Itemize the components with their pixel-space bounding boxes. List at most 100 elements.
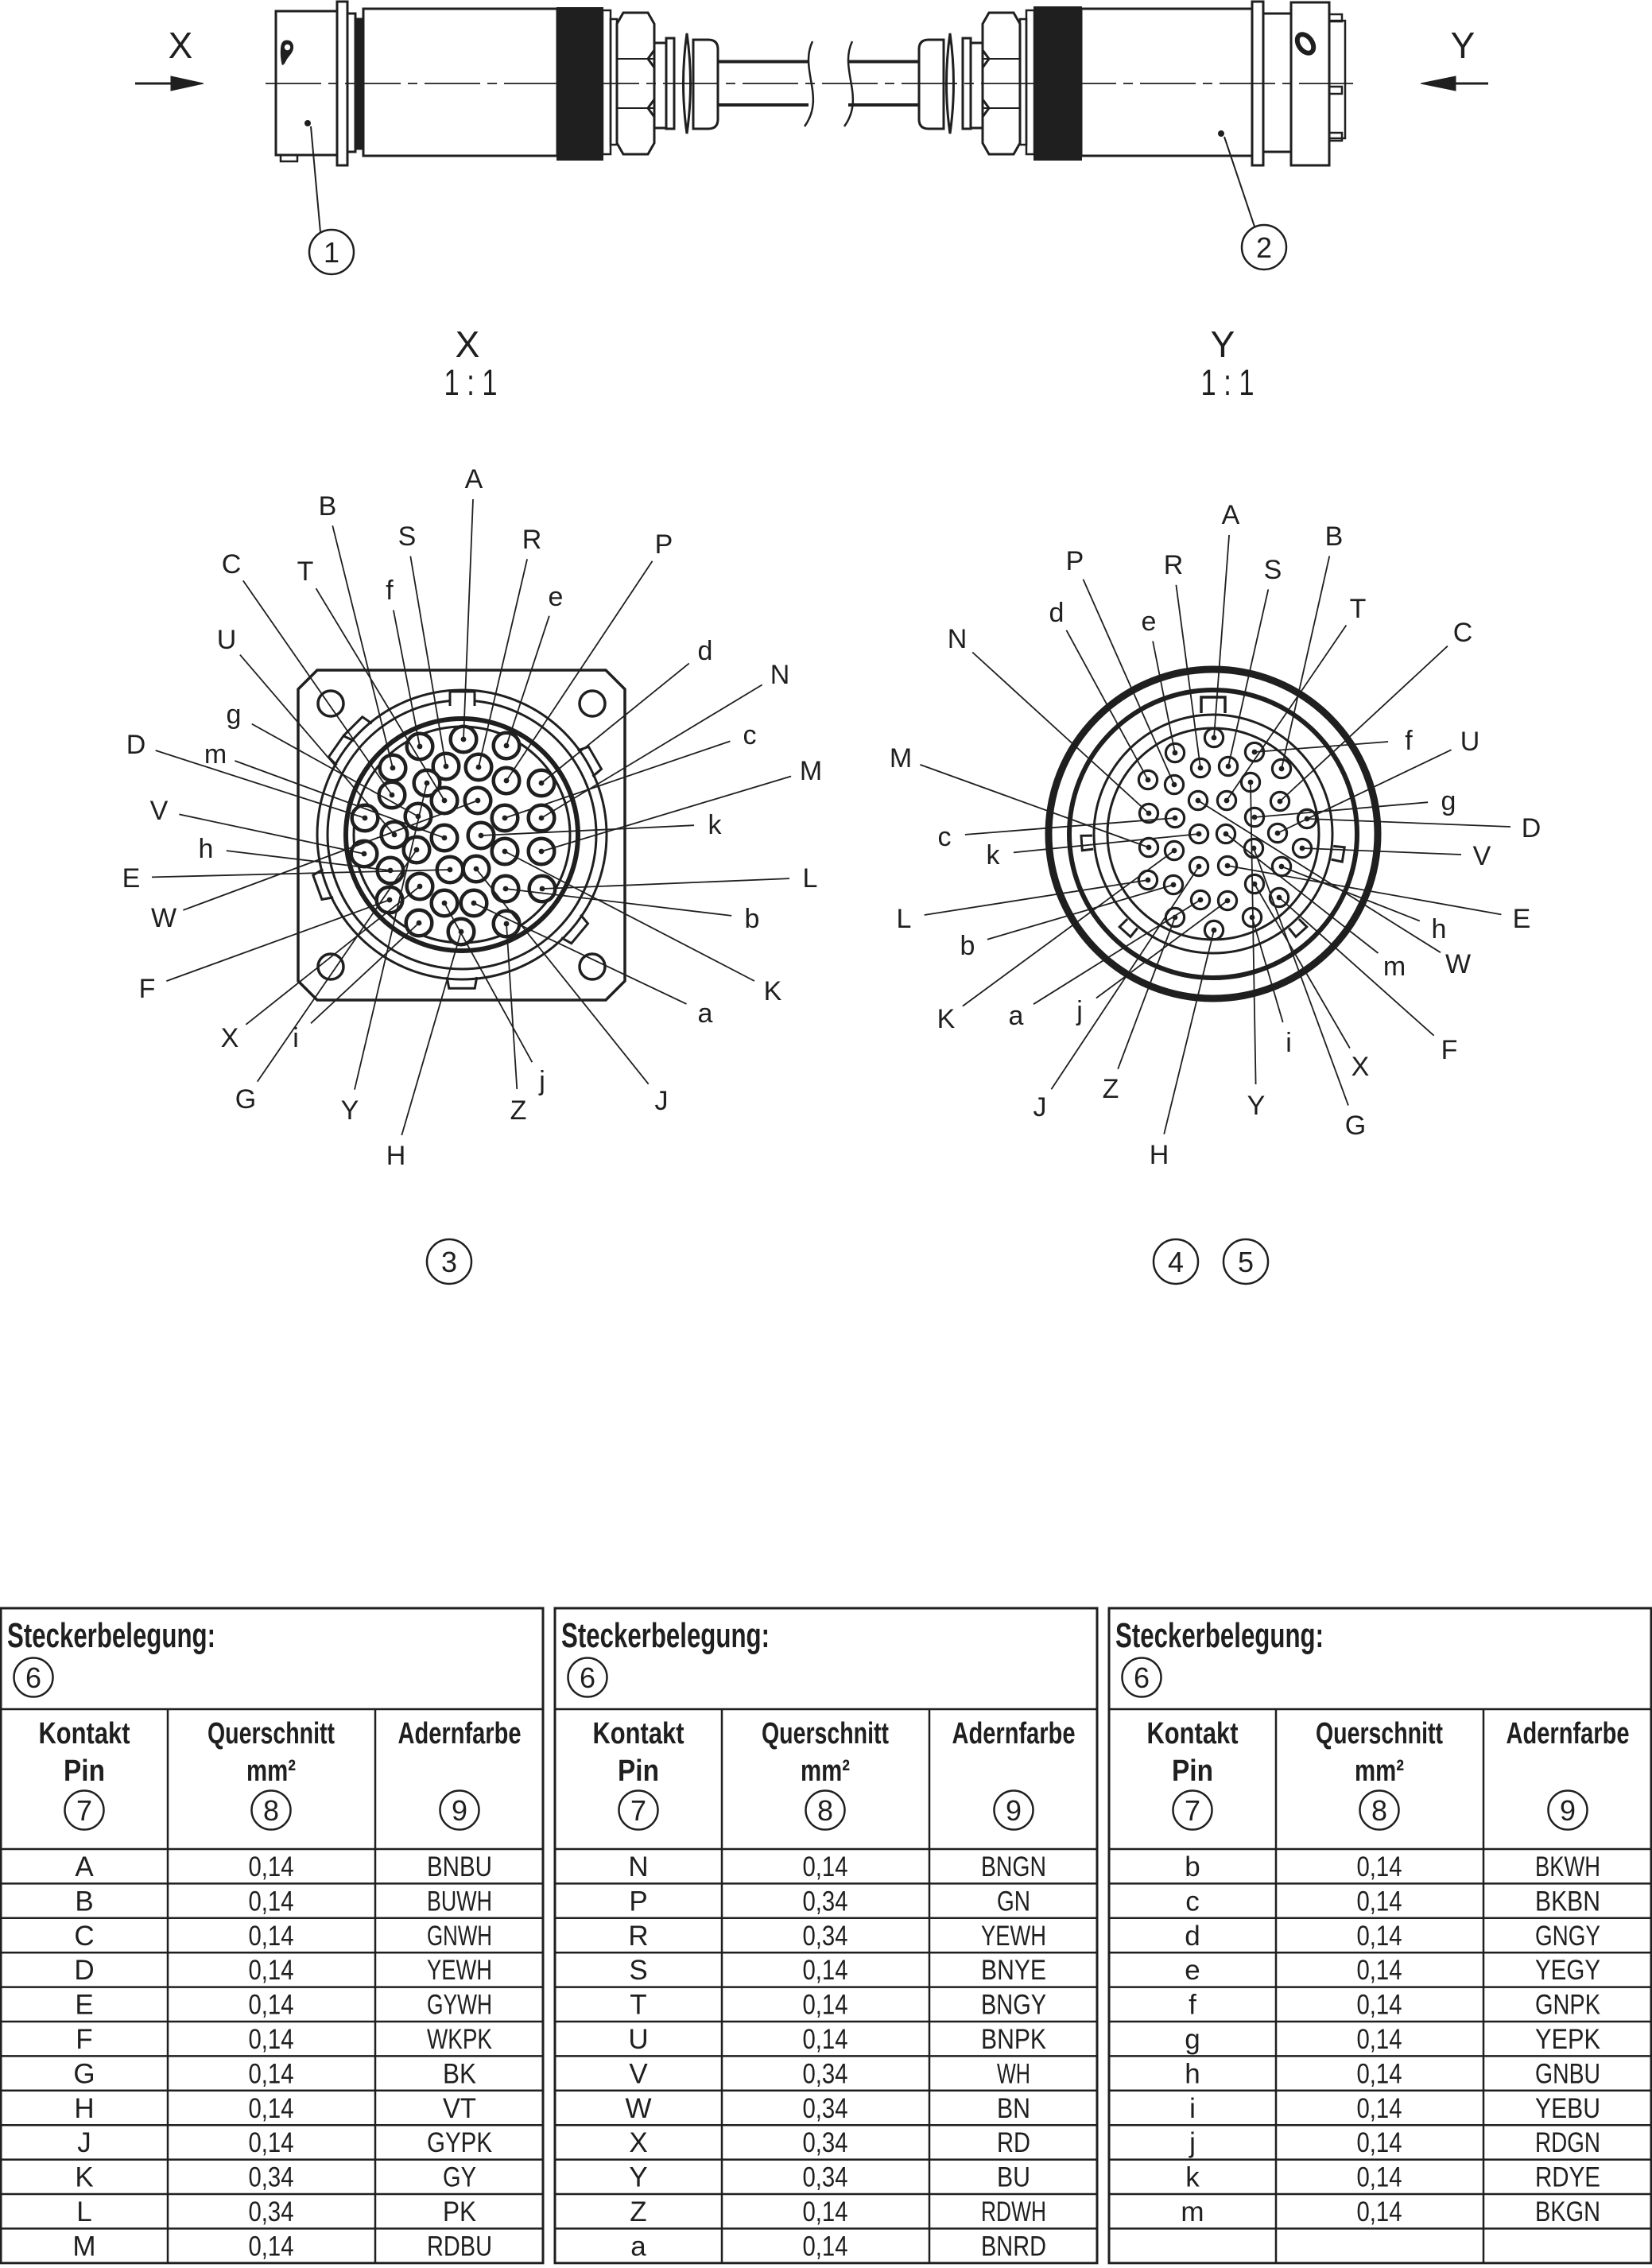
- svg-text:9: 9: [452, 1794, 467, 1827]
- svg-text:T: T: [630, 1990, 646, 2021]
- svg-text:d: d: [1049, 598, 1064, 628]
- svg-text:0,34: 0,34: [803, 1921, 848, 1952]
- svg-text:H: H: [386, 1141, 406, 1171]
- svg-text:A: A: [1222, 500, 1240, 530]
- svg-text:0,14: 0,14: [803, 1990, 848, 2021]
- svg-text:Y: Y: [629, 2162, 647, 2193]
- svg-text:Adernfarbe: Adernfarbe: [398, 1717, 522, 1750]
- svg-text:G: G: [1345, 1111, 1366, 1141]
- svg-text:h: h: [1185, 2058, 1200, 2089]
- svg-text:Z: Z: [630, 2196, 646, 2227]
- svg-text:0,34: 0,34: [803, 2093, 848, 2124]
- svg-text:h: h: [199, 834, 214, 864]
- svg-text:0,14: 0,14: [1357, 2058, 1402, 2089]
- svg-text:j: j: [538, 1066, 545, 1096]
- svg-text:0,14: 0,14: [249, 2093, 294, 2124]
- svg-text:a: a: [1009, 1001, 1024, 1031]
- svg-text:R: R: [522, 525, 542, 555]
- svg-text:i: i: [293, 1023, 299, 1053]
- svg-text:b: b: [1185, 1851, 1200, 1882]
- svg-text:j: j: [1076, 996, 1083, 1026]
- svg-text:GNPK: GNPK: [1535, 1990, 1600, 2021]
- svg-text:1: 1: [324, 236, 339, 269]
- svg-text:U: U: [628, 2024, 648, 2055]
- svg-text:A: A: [75, 1851, 94, 1882]
- svg-text:F: F: [139, 974, 156, 1004]
- svg-text:0,34: 0,34: [803, 1886, 848, 1917]
- svg-text:0,34: 0,34: [803, 2162, 848, 2193]
- svg-text:BNBU: BNBU: [427, 1851, 492, 1882]
- svg-text:D: D: [126, 730, 146, 760]
- svg-text:YEBU: YEBU: [1535, 2093, 1600, 2124]
- svg-text:S: S: [629, 1955, 647, 1986]
- svg-text:BUWH: BUWH: [427, 1886, 492, 1917]
- svg-text:GNWH: GNWH: [427, 1921, 492, 1952]
- svg-text:0,14: 0,14: [249, 2058, 294, 2089]
- svg-text:0,14: 0,14: [803, 2196, 848, 2227]
- svg-text:a: a: [630, 2231, 646, 2262]
- svg-text:3: 3: [441, 1246, 457, 1278]
- svg-text:YEGY: YEGY: [1535, 1955, 1600, 1986]
- svg-text:Steckerbelegung:: Steckerbelegung:: [561, 1616, 770, 1655]
- svg-text:0,14: 0,14: [249, 1990, 294, 2021]
- svg-text:mm²: mm²: [801, 1754, 850, 1788]
- svg-text:Adernfarbe: Adernfarbe: [1507, 1717, 1630, 1750]
- svg-text:k: k: [1185, 2162, 1200, 2193]
- svg-text:e: e: [549, 582, 564, 612]
- svg-text:m: m: [204, 739, 227, 770]
- svg-text:c: c: [938, 822, 952, 852]
- svg-text:BNRD: BNRD: [981, 2231, 1046, 2262]
- svg-text:0,14: 0,14: [1357, 1955, 1402, 1986]
- svg-text:0,14: 0,14: [249, 2231, 294, 2262]
- svg-text:f: f: [386, 576, 394, 606]
- svg-text:G: G: [73, 2058, 95, 2089]
- svg-text:H: H: [74, 2093, 94, 2124]
- svg-text:BU: BU: [997, 2162, 1030, 2193]
- svg-text:N: N: [628, 1851, 648, 1882]
- svg-text:V: V: [629, 2058, 648, 2089]
- svg-text:Steckerbelegung:: Steckerbelegung:: [1115, 1616, 1324, 1655]
- svg-text:9: 9: [1006, 1794, 1022, 1827]
- svg-text:c: c: [743, 720, 757, 750]
- svg-text:2: 2: [1256, 231, 1272, 264]
- svg-text:0,14: 0,14: [803, 1851, 848, 1882]
- svg-text:6: 6: [25, 1661, 41, 1694]
- svg-text:L: L: [803, 863, 818, 894]
- svg-text:YEPK: YEPK: [1535, 2024, 1600, 2055]
- svg-text:Pin: Pin: [1172, 1754, 1213, 1788]
- svg-text:0,14: 0,14: [249, 2024, 294, 2055]
- svg-text:Y: Y: [1451, 25, 1476, 66]
- svg-text:BNPK: BNPK: [981, 2024, 1046, 2055]
- svg-text:0,14: 0,14: [249, 1851, 294, 1882]
- svg-text:7: 7: [630, 1794, 646, 1827]
- svg-text:Querschnitt: Querschnitt: [762, 1717, 889, 1750]
- svg-text:E: E: [1513, 904, 1531, 934]
- svg-text:i: i: [1189, 2093, 1196, 2124]
- svg-text:0,34: 0,34: [803, 2058, 848, 2089]
- svg-text:J: J: [77, 2127, 91, 2158]
- svg-text:8: 8: [817, 1794, 833, 1827]
- svg-text:g: g: [227, 700, 242, 730]
- svg-text:RDWH: RDWH: [981, 2196, 1046, 2227]
- svg-text:mm²: mm²: [1355, 1754, 1404, 1788]
- svg-text:G: G: [235, 1084, 256, 1115]
- svg-text:D: D: [1522, 813, 1541, 843]
- svg-text:N: N: [770, 660, 790, 690]
- svg-text:B: B: [319, 491, 337, 521]
- svg-text:RDGN: RDGN: [1535, 2127, 1600, 2158]
- svg-text:H: H: [1150, 1140, 1169, 1170]
- svg-text:Kontakt: Kontakt: [39, 1717, 130, 1750]
- svg-text:Kontakt: Kontakt: [1147, 1717, 1239, 1750]
- svg-text:0,34: 0,34: [249, 2162, 294, 2193]
- svg-text:W: W: [151, 903, 176, 933]
- svg-text:BNGY: BNGY: [981, 1990, 1046, 2021]
- svg-text:Steckerbelegung:: Steckerbelegung:: [7, 1616, 215, 1655]
- svg-text:h: h: [1432, 914, 1447, 944]
- svg-text:5: 5: [1238, 1246, 1254, 1278]
- svg-text:R: R: [628, 1921, 648, 1952]
- svg-text:d: d: [698, 636, 713, 666]
- svg-text:0,14: 0,14: [249, 2127, 294, 2158]
- svg-text:6: 6: [1134, 1661, 1150, 1694]
- svg-text:BK: BK: [443, 2058, 476, 2089]
- svg-text:0,14: 0,14: [1357, 2196, 1402, 2227]
